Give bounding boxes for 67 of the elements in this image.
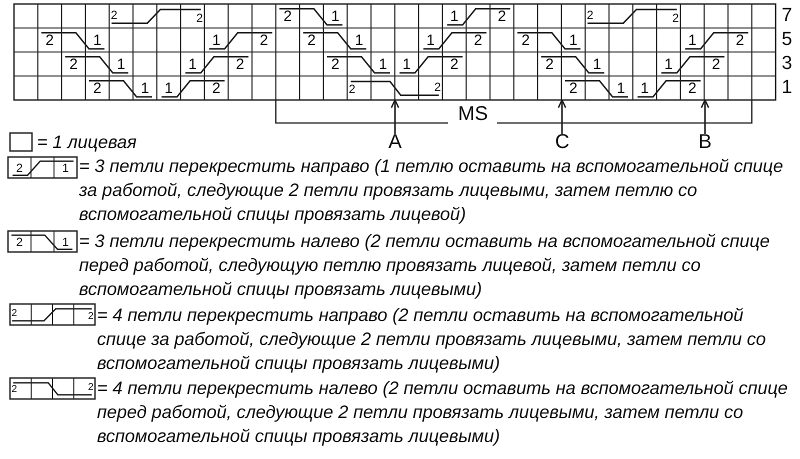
row-number: 7 [782,9,794,23]
stitch-count: 1 [211,34,222,47]
stitch-count: 1 [663,58,674,71]
stitch-count: 1 [187,58,198,71]
stitch-count: 2 [306,34,317,47]
leader-arrow [390,99,400,134]
legend-text: = 4 петли перекрестить направо (2 петли оставить на вспомогательной спице за работой, следующие 2 петли провязать лицевыми, затем петли со вспомогательной спицы провязать лицевыми) [97,304,767,375]
stitch-count: 2 [433,82,441,92]
stitch-count: 2 [449,58,460,71]
stitch-count: 2 [282,10,293,23]
stitch-count: 1 [616,82,626,95]
stitch-count: 2 [710,58,722,71]
stitch-count: 2 [496,10,508,23]
stitch-count: 1 [378,58,388,71]
reference-letter: A [388,134,402,150]
stitch-count: 1 [61,163,70,174]
stitch-count: 2 [211,82,222,95]
legend-text: = 3 петли перекрестить направо (1 петлю оставить на вспомогательной спице за работой, следующие 2 петли провязать лицевыми, затем петлю со вспомогательной спицы провязать лицевой) [79,155,784,226]
stitch-count: 2 [330,58,340,71]
stitch-count: 1 [92,34,102,47]
row-number: 1 [782,81,794,95]
stitch-count: 1 [687,34,698,47]
stitch-count: 2 [734,34,746,47]
stitch-count: 1 [568,34,578,47]
stitch-count: 1 [425,34,436,47]
stitch-count: 2 [68,58,79,71]
stitch-count: 2 [110,10,118,20]
stitch-count: 1 [354,34,364,47]
stitch-count: 1 [449,10,460,23]
leader-arrow [558,99,566,134]
stitch-count: 2 [234,58,246,71]
stitch-count: 2 [15,163,24,174]
stitch-count: 1 [640,82,650,95]
stitch-count: 1 [164,82,174,95]
stitch-count: 2 [687,82,698,95]
stitch-count: 2 [44,34,55,47]
stitch-count: 2 [12,386,18,394]
stitch-count: 2 [195,14,203,24]
stitch-count: 2 [12,310,18,318]
legend-text: = 4 петли перекрестить налево (2 петли оставить на вспомогательной спице перед работой, следующие 2 петли провязать лицевыми, затем петли со вспомогательной спицы провязать лицевыми) [97,377,789,448]
stitch-count: 2 [472,34,484,47]
stitch-count: 2 [348,85,356,94]
stitch-count: 2 [586,10,594,20]
row-number: 3 [782,57,794,71]
stitch-count: 1 [116,58,126,71]
repeat-label: MS [457,106,489,122]
stitch-count: 2 [15,237,24,248]
reference-letter: B [698,134,712,150]
stitch-count: 1 [592,58,602,71]
stitch-count: 2 [544,58,555,71]
stitch-count: 2 [86,312,94,321]
stitch-count: 2 [520,34,531,47]
stitch-count: 1 [330,10,340,23]
stitch-count: 2 [92,82,102,95]
legend-text: = 1 лицевая [37,131,137,154]
knitting-chart [13,3,776,101]
stitch-count: 2 [86,384,94,392]
reference-letter: C [555,134,569,150]
legend-text: = 3 петли перекрестить налево (2 петли оставить на вспомогательной спице перед работой, следующую петлю провязать лицевой, затем петли со вспомогательной спицы провязать лицевыми) [79,230,771,301]
stitch-count: 2 [568,82,578,95]
stitch-count: 1 [140,82,150,95]
stitch-count: 1 [61,237,70,248]
stitch-count: 2 [671,14,679,24]
stitch-count: 1 [402,58,412,71]
leader-arrow [700,99,710,134]
row-number: 5 [782,33,794,47]
stitch-count: 2 [258,34,270,47]
